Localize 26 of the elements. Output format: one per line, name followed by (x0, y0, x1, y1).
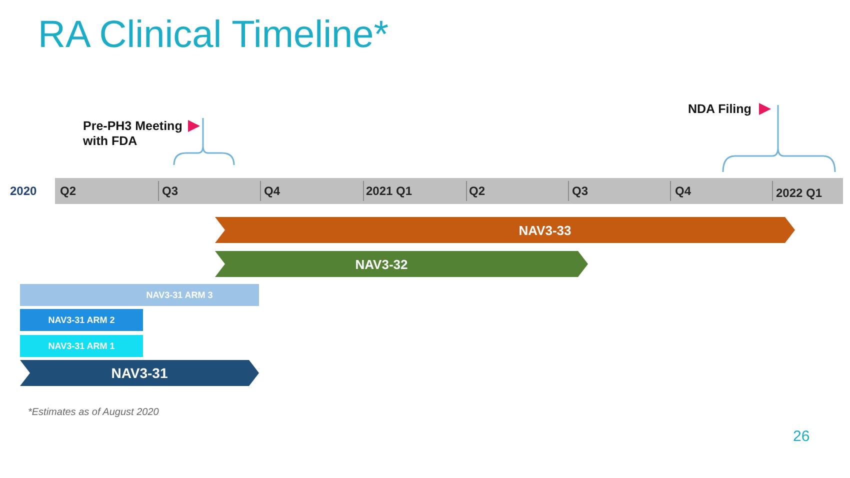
bar-label: NAV3-31 ARM 3 (146, 290, 213, 300)
milestone-label: Pre-PH3 Meeting with FDA (83, 119, 184, 149)
quarter-label: Q3 (162, 184, 178, 198)
quarter-label: Q4 (264, 184, 280, 198)
bar-label: NAV3-31 ARM 2 (48, 315, 115, 325)
page-number: 26 (793, 428, 810, 445)
milestone-label: NDA Filing (688, 102, 752, 117)
bar (20, 335, 143, 357)
bar-label: NAV3-31 (111, 365, 168, 381)
quarter-label: Q2 (60, 184, 76, 198)
bar (20, 284, 259, 306)
chevron-bar (20, 360, 259, 386)
slide-title: RA Clinical Timeline* (38, 14, 389, 57)
footnote: *Estimates as of August 2020 (28, 407, 159, 418)
bar-label: NAV3-32 (355, 256, 408, 272)
quarter-label: Q4 (675, 184, 692, 198)
quarter-label: 2022 Q1 (776, 186, 822, 200)
bar-label: NAV3-31 ARM 1 (48, 341, 115, 351)
chevron-bar (215, 251, 588, 277)
bar (20, 309, 143, 331)
quarter-label: 2021 Q1 (366, 184, 412, 198)
year-label: 2020 (10, 184, 37, 198)
chevron-bar (215, 217, 795, 243)
quarter-label: Q2 (469, 184, 486, 198)
quarter-label: Q3 (572, 184, 588, 198)
bar-label: NAV3-33 (518, 222, 572, 238)
